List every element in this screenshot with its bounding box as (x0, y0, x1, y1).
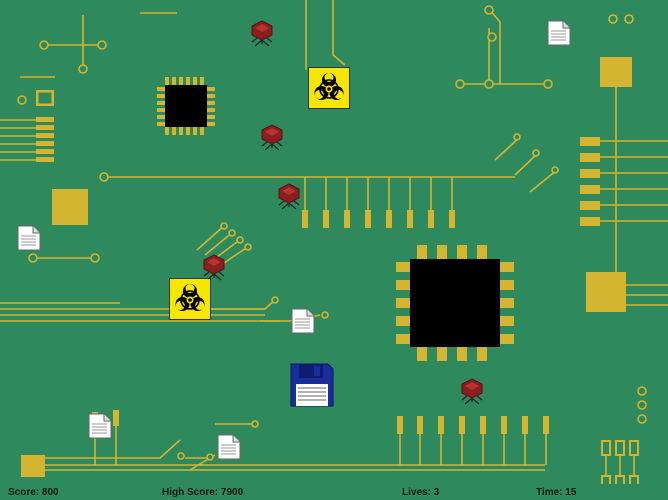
document-icon[interactable] (546, 20, 572, 46)
high-score-display: High Score: 7900 (162, 487, 244, 498)
score-display: Score: 800 (8, 487, 59, 498)
time-display: Time: 15 (536, 487, 577, 498)
large-chip (396, 245, 514, 361)
virus-bug-icon (278, 183, 300, 210)
document-icon[interactable] (216, 434, 242, 460)
small-chip (157, 77, 215, 135)
virus-bug-icon (461, 378, 483, 405)
document-icon[interactable] (87, 413, 113, 439)
virus-bug-icon (203, 254, 225, 281)
circuit-board (0, 0, 668, 484)
lives-display: Lives: 3 (402, 487, 440, 498)
hud-bar: Score: 800 High Score: 7900 Lives: 3 Tim… (0, 484, 668, 500)
document-icon[interactable] (16, 225, 42, 251)
floppy-disk-icon[interactable] (290, 363, 334, 407)
virus-bug-icon (261, 124, 283, 151)
virus-bug-icon (251, 20, 273, 47)
biohazard-icon (308, 67, 350, 109)
document-icon[interactable] (290, 308, 316, 334)
biohazard-icon (169, 278, 211, 320)
